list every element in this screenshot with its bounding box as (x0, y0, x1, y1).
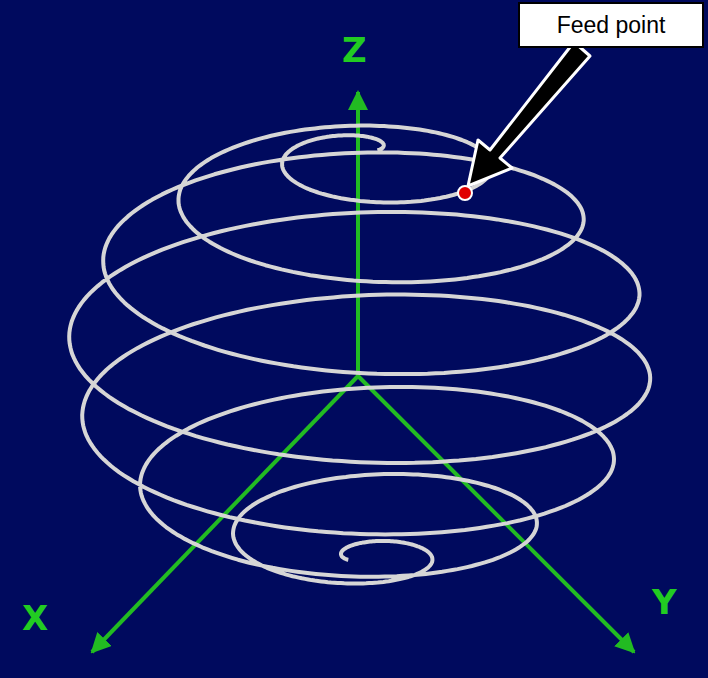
axis-label: Z (342, 30, 367, 70)
spherical-spiral-wire (69, 126, 650, 584)
y-axis (358, 376, 634, 652)
axis-label: X (22, 598, 48, 638)
callout-text: Feed point (557, 12, 666, 39)
feed-point-dot (458, 186, 472, 200)
callout-box: Feed point (518, 2, 704, 48)
axis-label: Y (652, 582, 677, 622)
leader-arrow (468, 42, 590, 186)
